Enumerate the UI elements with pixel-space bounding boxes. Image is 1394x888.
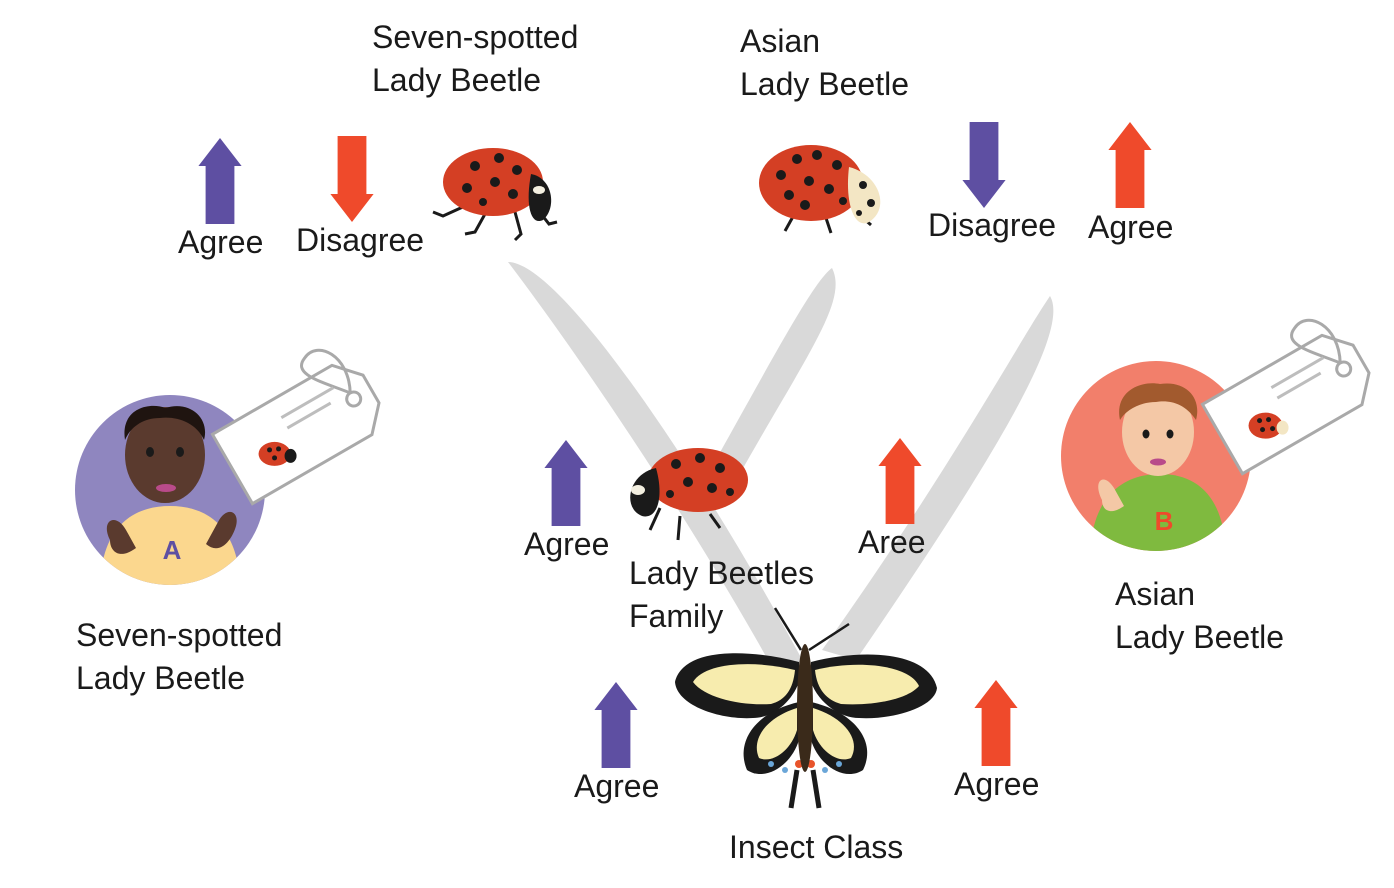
seven-spotted-beetle-icon bbox=[432, 148, 558, 242]
family-node-label: Lady Beetles Family bbox=[629, 552, 814, 638]
branch-middle bbox=[718, 268, 836, 470]
tip-left-line1: Seven-spotted bbox=[372, 19, 579, 55]
student-b-letter: B bbox=[1155, 506, 1174, 536]
tip-right-label: Asian Lady Beetle bbox=[740, 20, 909, 106]
student-a-tag-icon bbox=[210, 348, 381, 506]
tip-right-line1: Asian bbox=[740, 23, 821, 59]
vote-agree-label: Aree bbox=[858, 524, 926, 560]
family-beetle-icon bbox=[630, 448, 748, 541]
class-node-label: Insect Class bbox=[729, 829, 904, 865]
arrow-down-icon bbox=[962, 122, 1006, 208]
student-b-label: Asian Lady Beetle bbox=[1115, 573, 1284, 659]
student-a-line2: Lady Beetle bbox=[76, 660, 246, 696]
branch-right bbox=[822, 296, 1054, 660]
arrow-up-icon bbox=[594, 682, 638, 768]
arrow-down-icon bbox=[330, 136, 374, 222]
arrow-up-icon bbox=[198, 138, 242, 224]
vote-agree-label: Agree bbox=[954, 766, 1040, 802]
vote-disagree-label: Disagree bbox=[928, 207, 1057, 243]
arrow-up-icon bbox=[544, 440, 588, 526]
asian-beetle-icon bbox=[759, 145, 881, 234]
student-a-label: Seven-spotted Lady Beetle bbox=[76, 614, 282, 700]
student-a-letter: A bbox=[163, 535, 182, 565]
student-b-tag-icon bbox=[1200, 318, 1371, 476]
vote-agree-label: Agree bbox=[178, 224, 264, 260]
arrow-up-icon bbox=[1108, 122, 1152, 208]
student-b-line1: Asian bbox=[1115, 576, 1196, 612]
swallowtail-butterfly-icon bbox=[675, 607, 937, 809]
vote-agree-label: Agree bbox=[524, 526, 610, 562]
student-a-line1: Seven-spotted bbox=[76, 617, 283, 653]
family-line1: Lady Beetles bbox=[629, 555, 815, 591]
tip-left-line2: Lady Beetle bbox=[372, 62, 542, 98]
vote-disagree-label: Disagree bbox=[296, 222, 425, 258]
student-b-line2: Lady Beetle bbox=[1115, 619, 1285, 655]
arrow-up-icon bbox=[974, 680, 1018, 766]
tip-right-line2: Lady Beetle bbox=[740, 66, 910, 102]
family-line2: Family bbox=[629, 598, 724, 634]
tip-left-label: Seven-spotted Lady Beetle bbox=[372, 16, 578, 102]
arrow-up-icon bbox=[878, 438, 922, 524]
vote-agree-label: Agree bbox=[574, 768, 660, 804]
vote-agree-label: Agree bbox=[1088, 209, 1174, 245]
